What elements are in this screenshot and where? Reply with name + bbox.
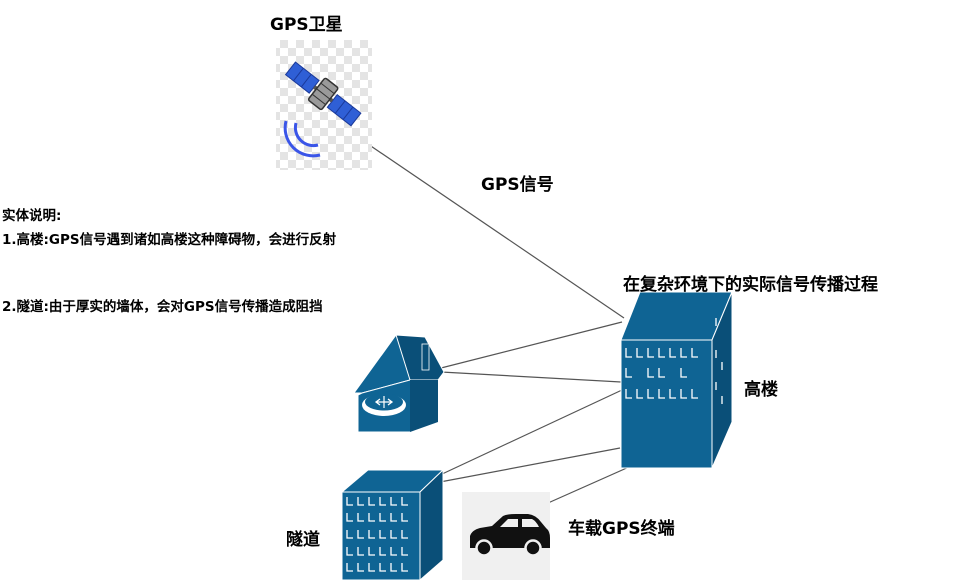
signal-label: GPS信号 — [481, 175, 554, 195]
router-house-icon — [353, 333, 445, 433]
line-router-to-building-b — [440, 371, 622, 383]
signal-lines — [361, 139, 657, 504]
line-satellite-to-building — [361, 139, 625, 319]
building-icon — [620, 291, 733, 469]
notes-item-tunnel: 2.隧道:由于厚实的墙体，会对GPS信号传播造成阻挡 — [2, 299, 323, 315]
tunnel-icon — [340, 468, 445, 582]
vehicle-label: 车载GPS终端 — [568, 519, 675, 539]
tunnel-label: 隧道 — [286, 530, 320, 550]
process-title: 在复杂环境下的实际信号传播过程 — [623, 275, 878, 295]
building-label: 高楼 — [744, 380, 778, 400]
building-windows — [625, 318, 723, 404]
satellite-icon — [276, 40, 372, 170]
line-tunnel-to-building-a — [439, 389, 623, 476]
notes-heading: 实体说明: — [2, 208, 62, 224]
notes-item-building: 1.高楼:GPS信号遇到诸如高楼这种障碍物，会进行反射 — [2, 232, 337, 248]
tunnel-windows — [346, 497, 408, 572]
line-tunnel-to-building-b — [439, 447, 621, 483]
car-icon — [462, 492, 550, 580]
satellite-label: GPS卫星 — [270, 15, 343, 35]
line-router-to-building-a — [440, 321, 623, 369]
